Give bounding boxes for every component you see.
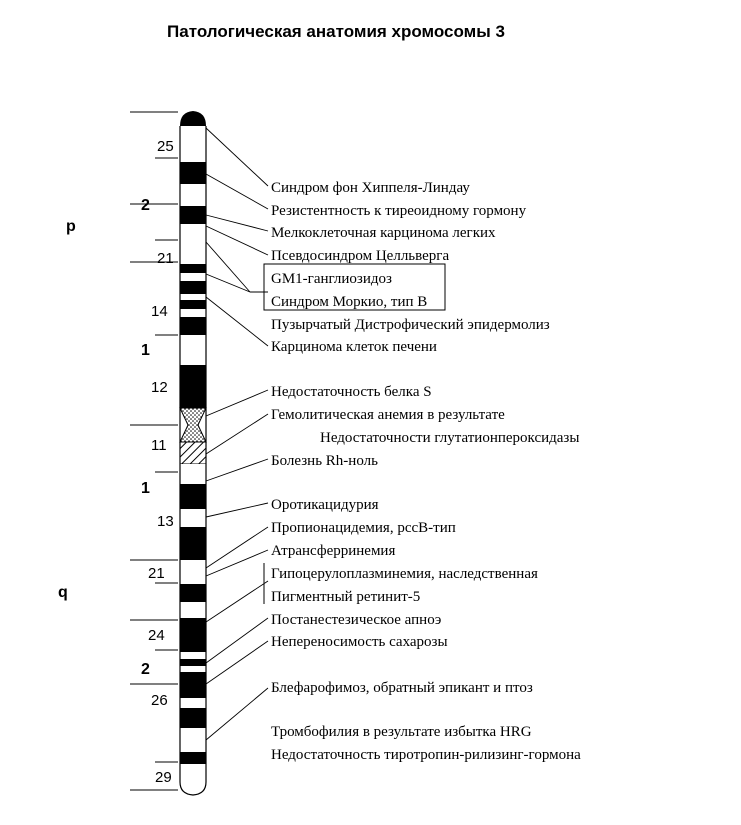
disease-label: Пигментный ретинит-5 <box>271 589 420 605</box>
band-q29 <box>180 764 206 795</box>
disease-label: Карцинома клеток печени <box>271 339 437 355</box>
disease-label: Атрансферринемия <box>271 543 395 559</box>
band-label-q24: 24 <box>148 627 165 644</box>
disease-label: Синдром фон Хиппеля-Линдау <box>271 180 470 196</box>
disease-label: Блефарофимоз, обратный эпикант и птоз <box>271 680 533 696</box>
band-label-q21: 21 <box>148 565 165 582</box>
disease-label: Тромбофилия в результате избытка HRG <box>271 724 532 740</box>
disease-label: Пузырчатый Дистрофический эпидермолиз <box>271 317 550 333</box>
disease-label: GM1-ганглиозидоз <box>271 271 392 287</box>
band-label-q13: 13 <box>157 513 174 530</box>
disease-label: Непереносимость сахарозы <box>271 634 448 650</box>
band-label-p14: 14 <box>151 303 168 320</box>
arm-label-p: p <box>66 218 76 235</box>
region-label-p1: 1 <box>141 342 150 359</box>
disease-label: Пропионацидемия, pccB-тип <box>271 520 456 536</box>
band-ruler <box>130 111 178 791</box>
band-label-q11: 11 <box>151 437 167 454</box>
band-label-p12: 12 <box>151 379 168 396</box>
band-p21 <box>180 224 206 264</box>
disease-label: Постанестезическое апноэ <box>271 612 441 628</box>
disease-label: Недостаточности глутатионпероксидазы <box>320 430 579 446</box>
band-q26 <box>180 672 206 698</box>
disease-label: Мелкоклеточная карцинома легких <box>271 225 496 241</box>
disease-label: Болезнь Rh-ноль <box>271 453 378 469</box>
leader-lines <box>205 127 269 741</box>
disease-label: Недостаточность белка S <box>271 384 432 400</box>
diagram-title: Патологическая анатомия хромосомы 3 <box>167 22 505 41</box>
region-label-p2: 2 <box>141 197 150 214</box>
band-label-q26: 26 <box>151 692 168 709</box>
band-label-p25: 25 <box>157 138 174 155</box>
disease-label: Синдром Моркио, тип B <box>271 294 427 310</box>
region-label-q1: 1 <box>141 480 150 497</box>
disease-label: Псевдосиндром Целльверга <box>271 248 449 264</box>
band-q24 <box>180 618 206 652</box>
band-label-q29: 29 <box>155 769 172 786</box>
band-p12 <box>180 365 206 408</box>
region-label-q2: 2 <box>141 661 150 678</box>
band-q13 <box>180 509 206 527</box>
band-q21 <box>180 560 206 584</box>
arm-label-q: q <box>58 584 68 601</box>
disease-label: Гипоцерулоплазминемия, наследственная <box>271 566 538 582</box>
band-label-p21: 21 <box>157 250 174 267</box>
band-p25 <box>180 126 206 162</box>
disease-label: Резистентность к тиреоидному гормону <box>271 203 527 219</box>
disease-label: Гемолитическая анемия в результате <box>271 407 505 423</box>
disease-label: Оротикацидурия <box>271 497 379 513</box>
centromere <box>179 407 207 443</box>
band-p14 <box>180 309 206 317</box>
group-bracket-gm1 <box>263 263 446 311</box>
chromosome-ideogram <box>179 111 207 796</box>
band-q11 <box>179 441 207 465</box>
band-p26-telomere <box>180 111 206 126</box>
disease-label: Недостаточность тиротропин-рилизинг-горм… <box>271 747 581 763</box>
